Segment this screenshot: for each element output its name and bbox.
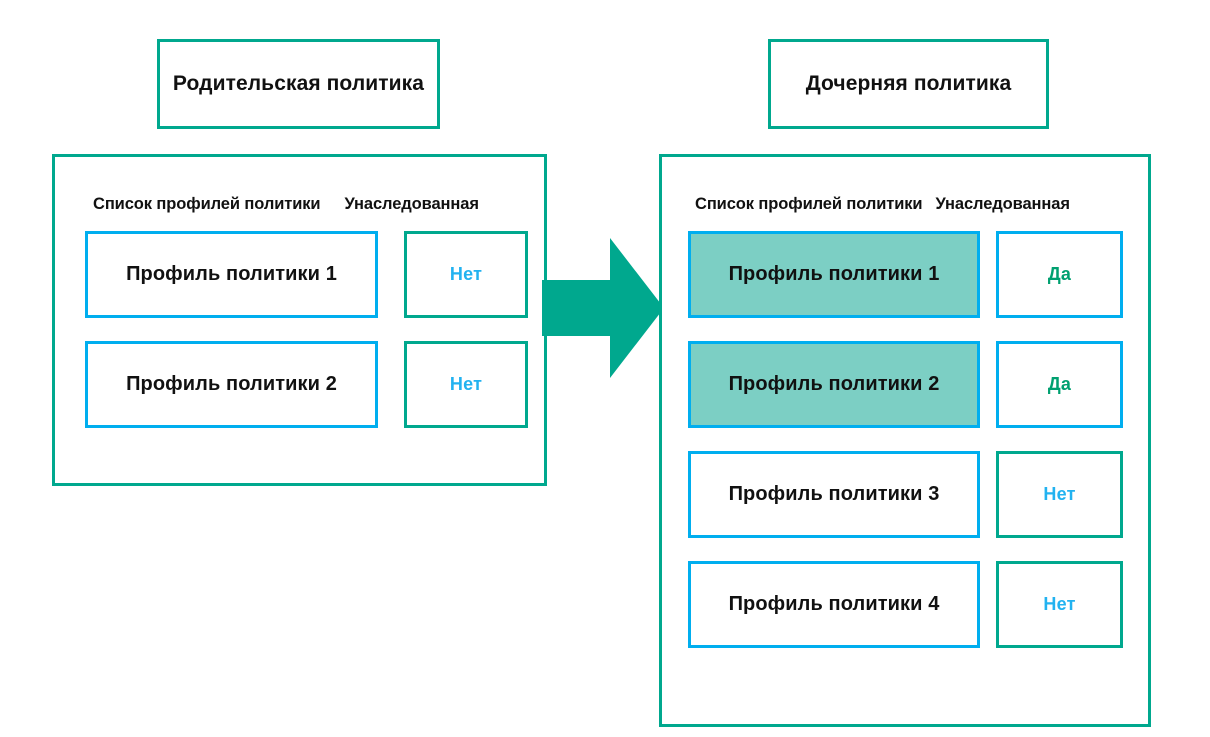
child-profile-box-3[interactable]: Профиль политики 3 xyxy=(688,451,980,538)
child-policy-title: Дочерняя политика xyxy=(805,71,1012,95)
child-profile-box-2[interactable]: Профиль политики 2 xyxy=(688,341,980,428)
child-inherited-box-1: Да xyxy=(996,231,1123,318)
parent-profile-label-2: Профиль политики 2 xyxy=(126,373,337,395)
parent-policy-panel: Список профилей политики Унаследованная … xyxy=(52,154,547,486)
parent-inherited-box-2: Нет xyxy=(404,341,528,428)
child-header-profile-list: Список профилей политики xyxy=(695,195,923,213)
child-inherited-box-4: Нет xyxy=(996,561,1123,648)
child-inherited-value-3: Нет xyxy=(1043,484,1076,504)
parent-profile-label-1: Профиль политики 1 xyxy=(126,263,337,285)
child-profile-box-1[interactable]: Профиль политики 1 xyxy=(688,231,980,318)
child-inherited-value-1: Да xyxy=(1047,264,1072,284)
child-profile-label-2: Профиль политики 2 xyxy=(728,373,940,395)
child-inherited-value-4: Нет xyxy=(1043,594,1076,614)
child-profile-label-3: Профиль политики 3 xyxy=(728,483,940,505)
child-policy-title-box: Дочерняя политика xyxy=(768,39,1049,129)
parent-profile-box-2[interactable]: Профиль политики 2 xyxy=(85,341,378,428)
right-arrow-icon xyxy=(542,238,664,378)
child-column-headers: Список профилей политики Унаследованная xyxy=(662,195,1148,214)
child-profile-label-1: Профиль политики 1 xyxy=(728,263,940,285)
parent-profile-rows: Профиль политики 1 Нет Профиль политики … xyxy=(55,231,544,428)
child-inherited-value-2: Да xyxy=(1047,374,1072,394)
parent-inherited-value-2: Нет xyxy=(449,374,483,394)
child-header-inherited: Унаследованная xyxy=(935,195,1070,213)
table-row: Профиль политики 3 Нет xyxy=(688,451,1148,538)
table-row: Профиль политики 1 Нет xyxy=(85,231,544,318)
parent-header-profile-list: Список профилей политики xyxy=(93,195,321,213)
table-row: Профиль политики 1 Да xyxy=(688,231,1148,318)
child-inherited-box-3: Нет xyxy=(996,451,1123,538)
table-row: Профиль политики 4 Нет xyxy=(688,561,1148,648)
parent-policy-title-box: Родительская политика xyxy=(157,39,440,129)
parent-inherited-box-1: Нет xyxy=(404,231,528,318)
parent-profile-box-1[interactable]: Профиль политики 1 xyxy=(85,231,378,318)
parent-column-headers: Список профилей политики Унаследованная xyxy=(55,195,544,214)
parent-inherited-value-1: Нет xyxy=(449,264,483,284)
parent-policy-title: Родительская политика xyxy=(172,71,425,95)
table-row: Профиль политики 2 Да xyxy=(688,341,1148,428)
child-policy-panel: Список профилей политики Унаследованная … xyxy=(659,154,1151,727)
child-profile-rows: Профиль политики 1 Да Профиль политики 2… xyxy=(662,231,1148,648)
child-profile-label-4: Профиль политики 4 xyxy=(728,593,940,615)
child-inherited-box-2: Да xyxy=(996,341,1123,428)
table-row: Профиль политики 2 Нет xyxy=(85,341,544,428)
parent-header-inherited: Унаследованная xyxy=(344,195,479,213)
child-profile-box-4[interactable]: Профиль политики 4 xyxy=(688,561,980,648)
